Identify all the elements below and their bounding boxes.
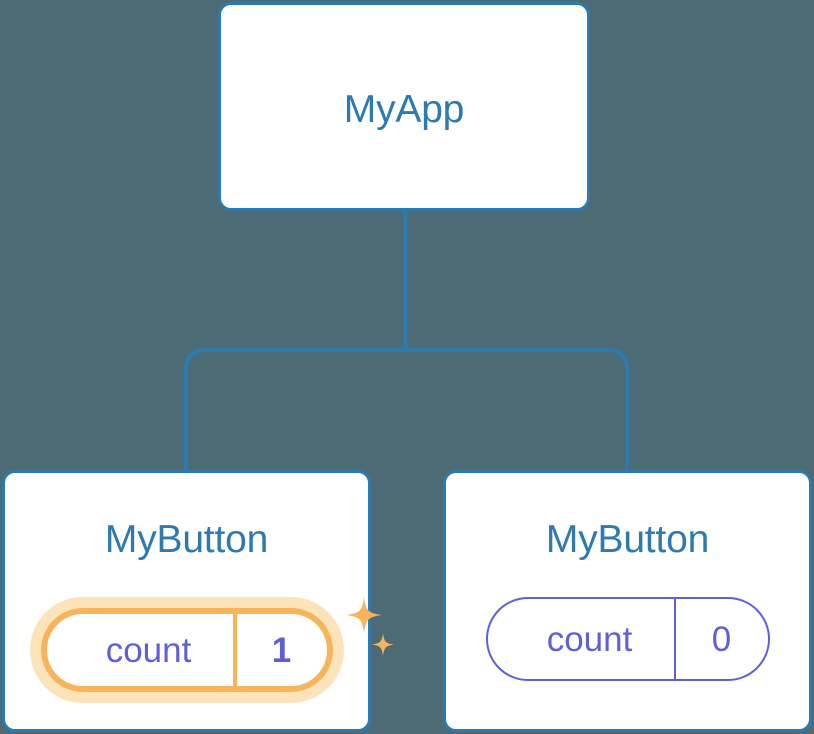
state-pill-left-highlight[interactable]: count 1 bbox=[29, 597, 394, 703]
edge-branch-bar bbox=[184, 348, 629, 470]
sparkle-small-icon bbox=[371, 633, 394, 656]
state-value-left: 1 bbox=[232, 614, 327, 686]
sparkles-group bbox=[345, 597, 394, 656]
node-myapp-title: MyApp bbox=[343, 88, 465, 131]
state-pill-right-wrap[interactable]: count 0 bbox=[485, 597, 770, 681]
node-mybutton-left[interactable]: MyButton count 1 bbox=[2, 470, 394, 732]
state-pill-right[interactable]: count 0 bbox=[485, 597, 770, 681]
node-mybutton-right-title: MyButton bbox=[545, 518, 710, 561]
state-pill-left[interactable]: count 1 bbox=[40, 608, 333, 692]
state-value-right: 0 bbox=[673, 599, 768, 679]
state-key-right: count bbox=[546, 619, 633, 659]
node-myapp[interactable]: MyApp bbox=[218, 2, 590, 211]
node-mybutton-left-title: MyButton bbox=[104, 518, 269, 561]
sparkle-large-icon bbox=[345, 597, 382, 633]
state-key-left: count bbox=[105, 630, 192, 670]
node-mybutton-right[interactable]: MyButton count 0 bbox=[443, 470, 812, 732]
